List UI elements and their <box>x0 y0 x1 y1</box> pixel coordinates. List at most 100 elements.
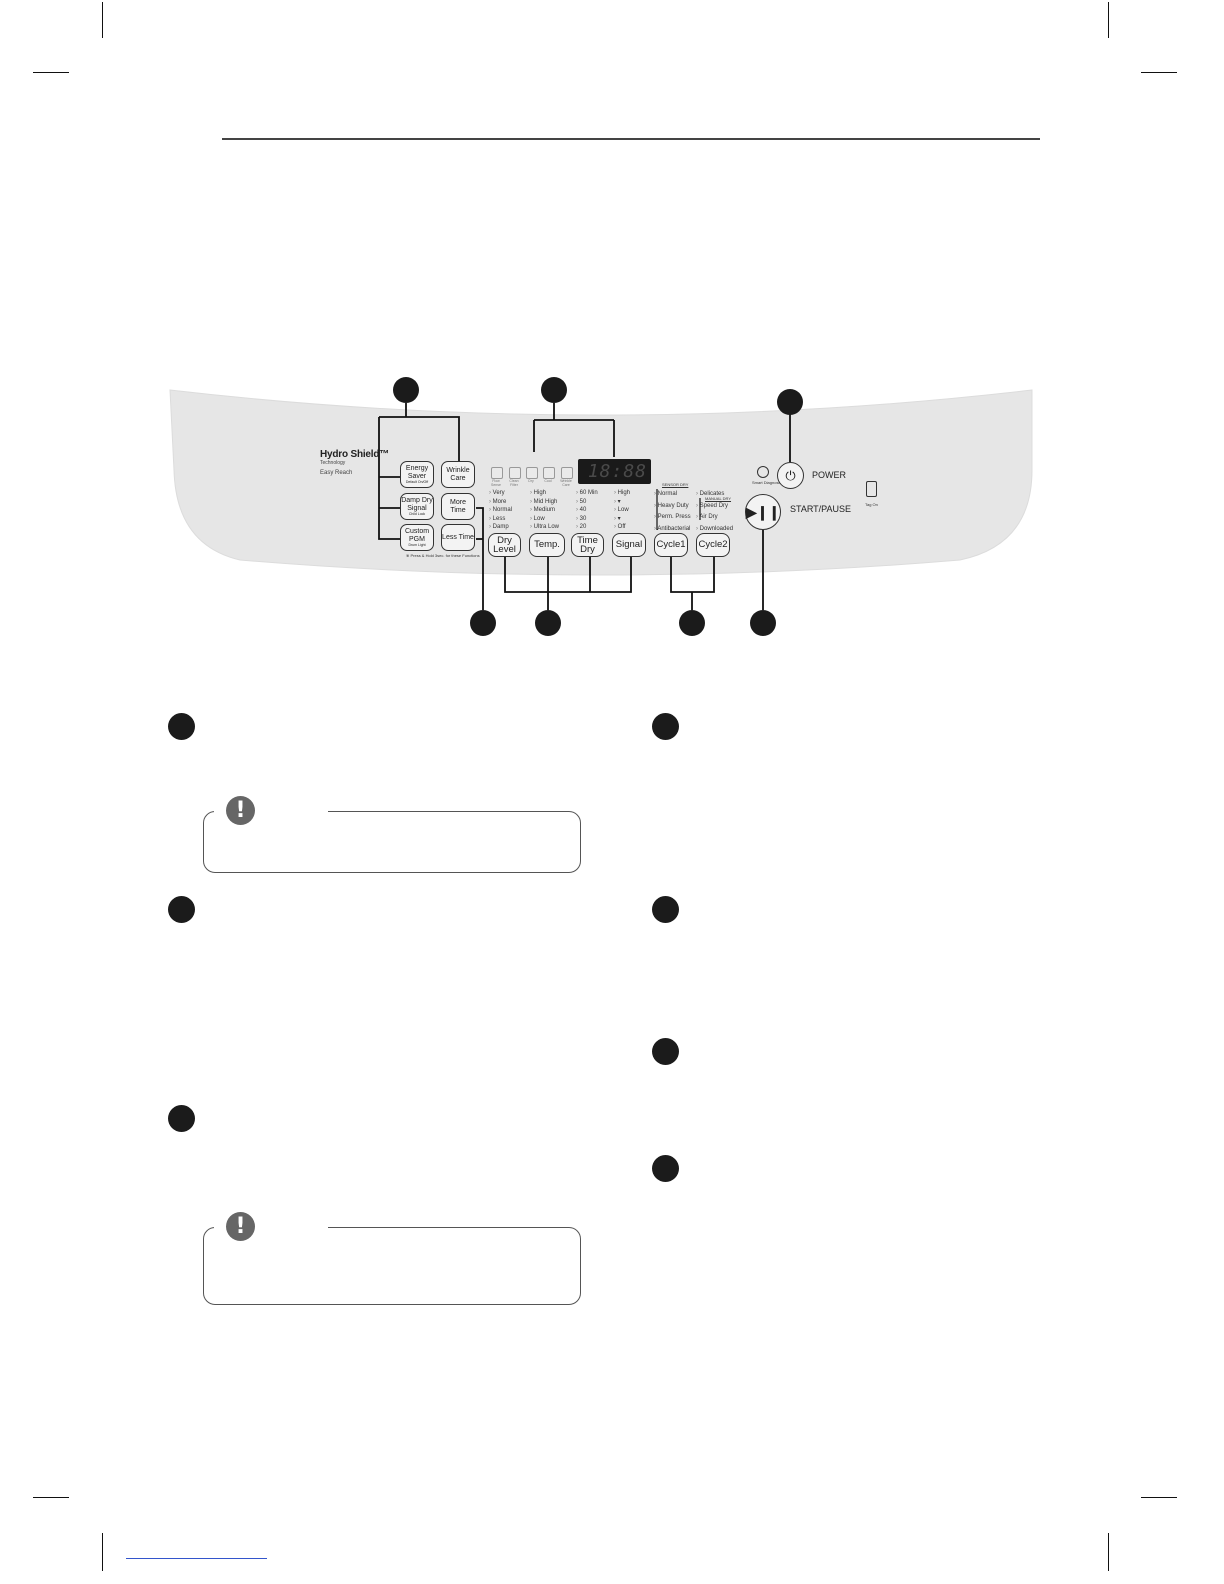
start-pause-button[interactable]: ▶❙❙ <box>745 494 781 530</box>
signal-button[interactable]: Signal <box>612 533 646 557</box>
wrinkle-care-status-icon <box>561 467 573 479</box>
option-item: ▾ <box>614 498 630 507</box>
header-rule <box>222 138 1040 140</box>
cool-icon <box>543 467 555 479</box>
energy-saver-sublabel: Default On/Off <box>405 480 429 484</box>
status-label: Wrinkle Care <box>560 479 572 487</box>
status-label: Dry <box>528 479 534 483</box>
option-item: Damp <box>489 523 512 532</box>
option-item: Normal <box>654 489 691 501</box>
smart-diagnosis-icon[interactable] <box>757 466 769 478</box>
energy-saver-button[interactable]: Energy Saver Default On/Off <box>400 461 434 488</box>
callout-marker <box>679 610 705 636</box>
damp-dry-signal-button[interactable]: Damp Dry Signal Child Lock <box>400 493 434 520</box>
footer-link[interactable] <box>126 1558 267 1559</box>
temp-button[interactable]: Temp. <box>529 533 565 557</box>
flow-sense-icon <box>491 467 503 479</box>
press-hold-text: Press & Hold 3sec. for these Functions <box>410 553 480 558</box>
tag-on-label: Tag On <box>865 502 878 507</box>
power-button[interactable]: ⏻ <box>777 462 804 489</box>
callout-marker <box>393 377 419 403</box>
option-item: Perm. Press <box>654 512 691 524</box>
sensor-dry-header: SENSOR DRY <box>662 482 689 487</box>
custom-pgm-label: Custom PGM <box>404 528 430 543</box>
dry-level-label: Dry Level <box>493 534 516 555</box>
option-item: 50 <box>576 498 598 507</box>
option-item: Air Dry <box>696 512 733 524</box>
wrinkle-care-label: Wrinkle Care <box>446 467 470 482</box>
legend-marker <box>168 1105 195 1132</box>
brand-tagline: Easy Reach <box>320 470 353 476</box>
note-box-gap <box>214 1225 328 1230</box>
crop-mark <box>33 72 69 73</box>
callout-marker <box>750 610 776 636</box>
crop-mark <box>1108 2 1109 38</box>
callout-marker <box>777 389 803 415</box>
signal-label: Signal <box>615 539 643 551</box>
phone-tap-icon <box>866 481 877 497</box>
legend-marker <box>168 896 195 923</box>
exclamation-icon: ! <box>226 796 255 825</box>
callout-marker <box>541 377 567 403</box>
dry-level-options: Very More Normal Less Damp <box>489 489 512 532</box>
crop-mark <box>102 1533 103 1571</box>
cycle2-label: Cycle2 <box>698 539 728 551</box>
status-label: Cool <box>544 479 552 483</box>
cycle1-label: Cycle1 <box>656 539 686 551</box>
brand-logo: Hydro Shield™ <box>320 449 390 460</box>
digital-display: 18:88 <box>578 459 651 484</box>
less-time-label: Less Time <box>442 533 474 541</box>
temp-label: Temp. <box>534 539 560 551</box>
power-label: POWER <box>812 470 847 480</box>
callout-marker <box>535 610 561 636</box>
status-label: Flow Sense <box>491 479 501 487</box>
more-time-button[interactable]: More Time <box>441 493 475 520</box>
dry-icon <box>526 467 538 479</box>
option-item: 30 <box>576 515 598 524</box>
damp-dry-signal-sublabel: Child Lock <box>408 512 426 516</box>
crop-mark <box>1108 1533 1109 1571</box>
press-hold-note: ※ Press & Hold 3sec. for these Functions <box>406 553 480 558</box>
legend-marker <box>168 713 195 740</box>
crop-mark <box>33 1497 69 1498</box>
note-box-gap <box>214 809 328 814</box>
wrinkle-care-button[interactable]: Wrinkle Care <box>441 461 475 488</box>
time-dry-label: Time Dry <box>577 534 598 555</box>
clean-filter-icon <box>509 467 521 479</box>
press-hold-star: ※ <box>406 553 411 558</box>
crop-mark <box>1141 72 1177 73</box>
cycle2-button[interactable]: Cycle2 <box>696 533 730 557</box>
time-dry-button[interactable]: Time Dry <box>571 533 604 557</box>
callout-marker <box>470 610 496 636</box>
custom-pgm-sublabel: Drum Light <box>408 543 426 547</box>
option-item: ▾ <box>614 515 630 524</box>
option-item: Medium <box>530 506 559 515</box>
option-item: 20 <box>576 523 598 532</box>
note-box <box>203 809 581 873</box>
option-item: Less <box>489 515 512 524</box>
option-item: Off <box>614 523 630 532</box>
cycle1-button[interactable]: Cycle1 <box>654 533 688 557</box>
crop-mark <box>102 2 103 38</box>
option-item: High <box>530 489 559 498</box>
option-item: Very <box>489 489 512 498</box>
damp-dry-signal-label: Damp Dry Signal <box>401 497 433 512</box>
note-box <box>203 1225 581 1305</box>
less-time-button[interactable]: Less Time <box>441 524 475 551</box>
start-pause-label: START/PAUSE <box>790 504 852 514</box>
cycle2-options: Delicates Speed Dry Air Dry Downloaded <box>696 489 733 535</box>
custom-pgm-button[interactable]: Custom PGM Drum Light <box>400 524 434 551</box>
option-item: Delicates <box>696 489 733 501</box>
option-item: Mid High <box>530 498 559 507</box>
status-label: Clean Filter <box>509 479 519 487</box>
dry-level-button[interactable]: Dry Level <box>488 533 521 557</box>
signal-options: High ▾ Low ▾ Off <box>614 489 630 532</box>
power-icon: ⏻ <box>785 467 796 483</box>
option-item: Downloaded <box>696 524 733 536</box>
energy-saver-label: Energy Saver <box>405 465 429 480</box>
option-item: High <box>614 489 630 498</box>
exclamation-icon: ! <box>226 1212 255 1241</box>
option-item: Antibacterial <box>654 524 691 536</box>
option-item: More <box>489 498 512 507</box>
